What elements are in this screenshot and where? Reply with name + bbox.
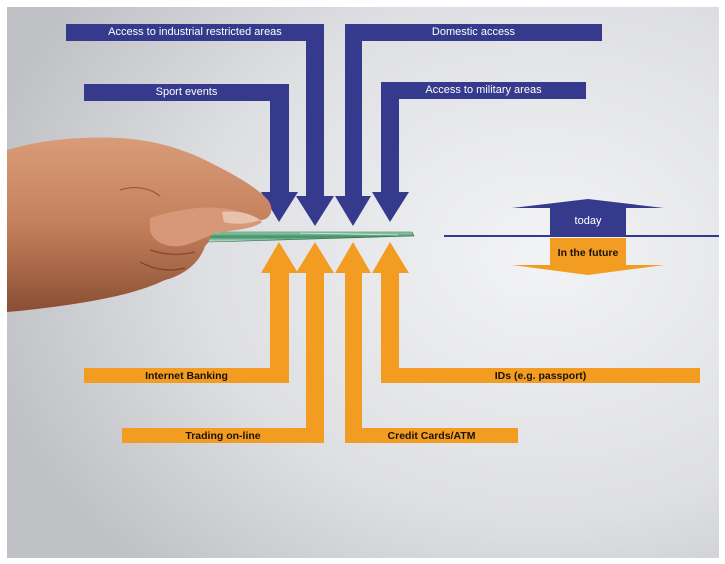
- future-arrows: [84, 242, 700, 443]
- thumbnail: [222, 211, 260, 224]
- arrow-industrial-areas: [66, 24, 334, 226]
- label-industrial-areas: Access to industrial restricted areas: [108, 26, 282, 38]
- arrow-sport-events: [84, 84, 298, 222]
- today-arrows: [66, 24, 602, 226]
- legend: [444, 199, 719, 275]
- legend-today-arrow: [512, 199, 664, 235]
- legend-future-label: In the future: [557, 247, 619, 259]
- arrow-credit-cards: [335, 242, 518, 443]
- label-trading-online: Trading on-line: [185, 430, 261, 442]
- arrow-trading-online: [122, 242, 334, 443]
- label-domestic-access: Domestic access: [431, 26, 516, 38]
- label-military-areas: Access to military areas: [425, 84, 542, 96]
- legend-today-label: today: [574, 215, 602, 227]
- label-internet-banking: Internet Banking: [145, 370, 228, 382]
- label-sport-events: Sport events: [155, 86, 218, 98]
- hand-icon: [7, 137, 272, 312]
- hand-holding-card: [7, 137, 415, 312]
- arrow-ids: [372, 242, 700, 383]
- label-ids: IDs (e.g. passport): [494, 370, 587, 382]
- legend-future-arrow: [512, 238, 664, 275]
- label-credit-cards: Credit Cards/ATM: [387, 430, 476, 442]
- arrow-domestic-access: [335, 24, 602, 226]
- arrow-internet-banking: [84, 242, 298, 383]
- arrow-military-areas: [372, 82, 586, 222]
